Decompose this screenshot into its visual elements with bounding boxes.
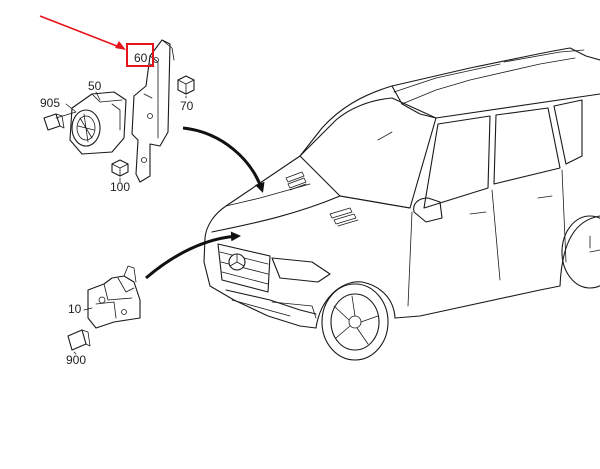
- highlight-arrow-shaft: [39, 15, 123, 49]
- leader-lines: [55, 63, 187, 355]
- part-label-10: 10: [68, 302, 82, 316]
- connector-part-900: [67, 329, 91, 351]
- callout-arrow-to-grille: [145, 231, 241, 280]
- vehicle-illustration: [203, 47, 600, 361]
- mercedes-star-emblem: [228, 253, 246, 271]
- part-label-900: 900: [66, 353, 86, 367]
- part-label-100: 100: [110, 180, 130, 194]
- part-label-70: 70: [180, 99, 194, 113]
- part-label-60: 60: [134, 51, 148, 65]
- part-label-905: 905: [40, 96, 60, 110]
- highlight-arrow-head: [115, 41, 126, 50]
- callout-arrow-to-hood: [182, 126, 265, 193]
- rear-wheel: [559, 215, 600, 289]
- front-wheel: [315, 281, 396, 361]
- hood-vent-left: [285, 171, 307, 191]
- part-label-50: 50: [88, 79, 102, 93]
- nut-part-70: [177, 75, 195, 95]
- highlight-box-part-60: [126, 43, 154, 67]
- siren-part-50: [69, 91, 127, 155]
- bolt-part-100: [111, 159, 129, 177]
- hood-latch-part-10: [87, 265, 141, 329]
- hood-vent-right: [329, 207, 359, 227]
